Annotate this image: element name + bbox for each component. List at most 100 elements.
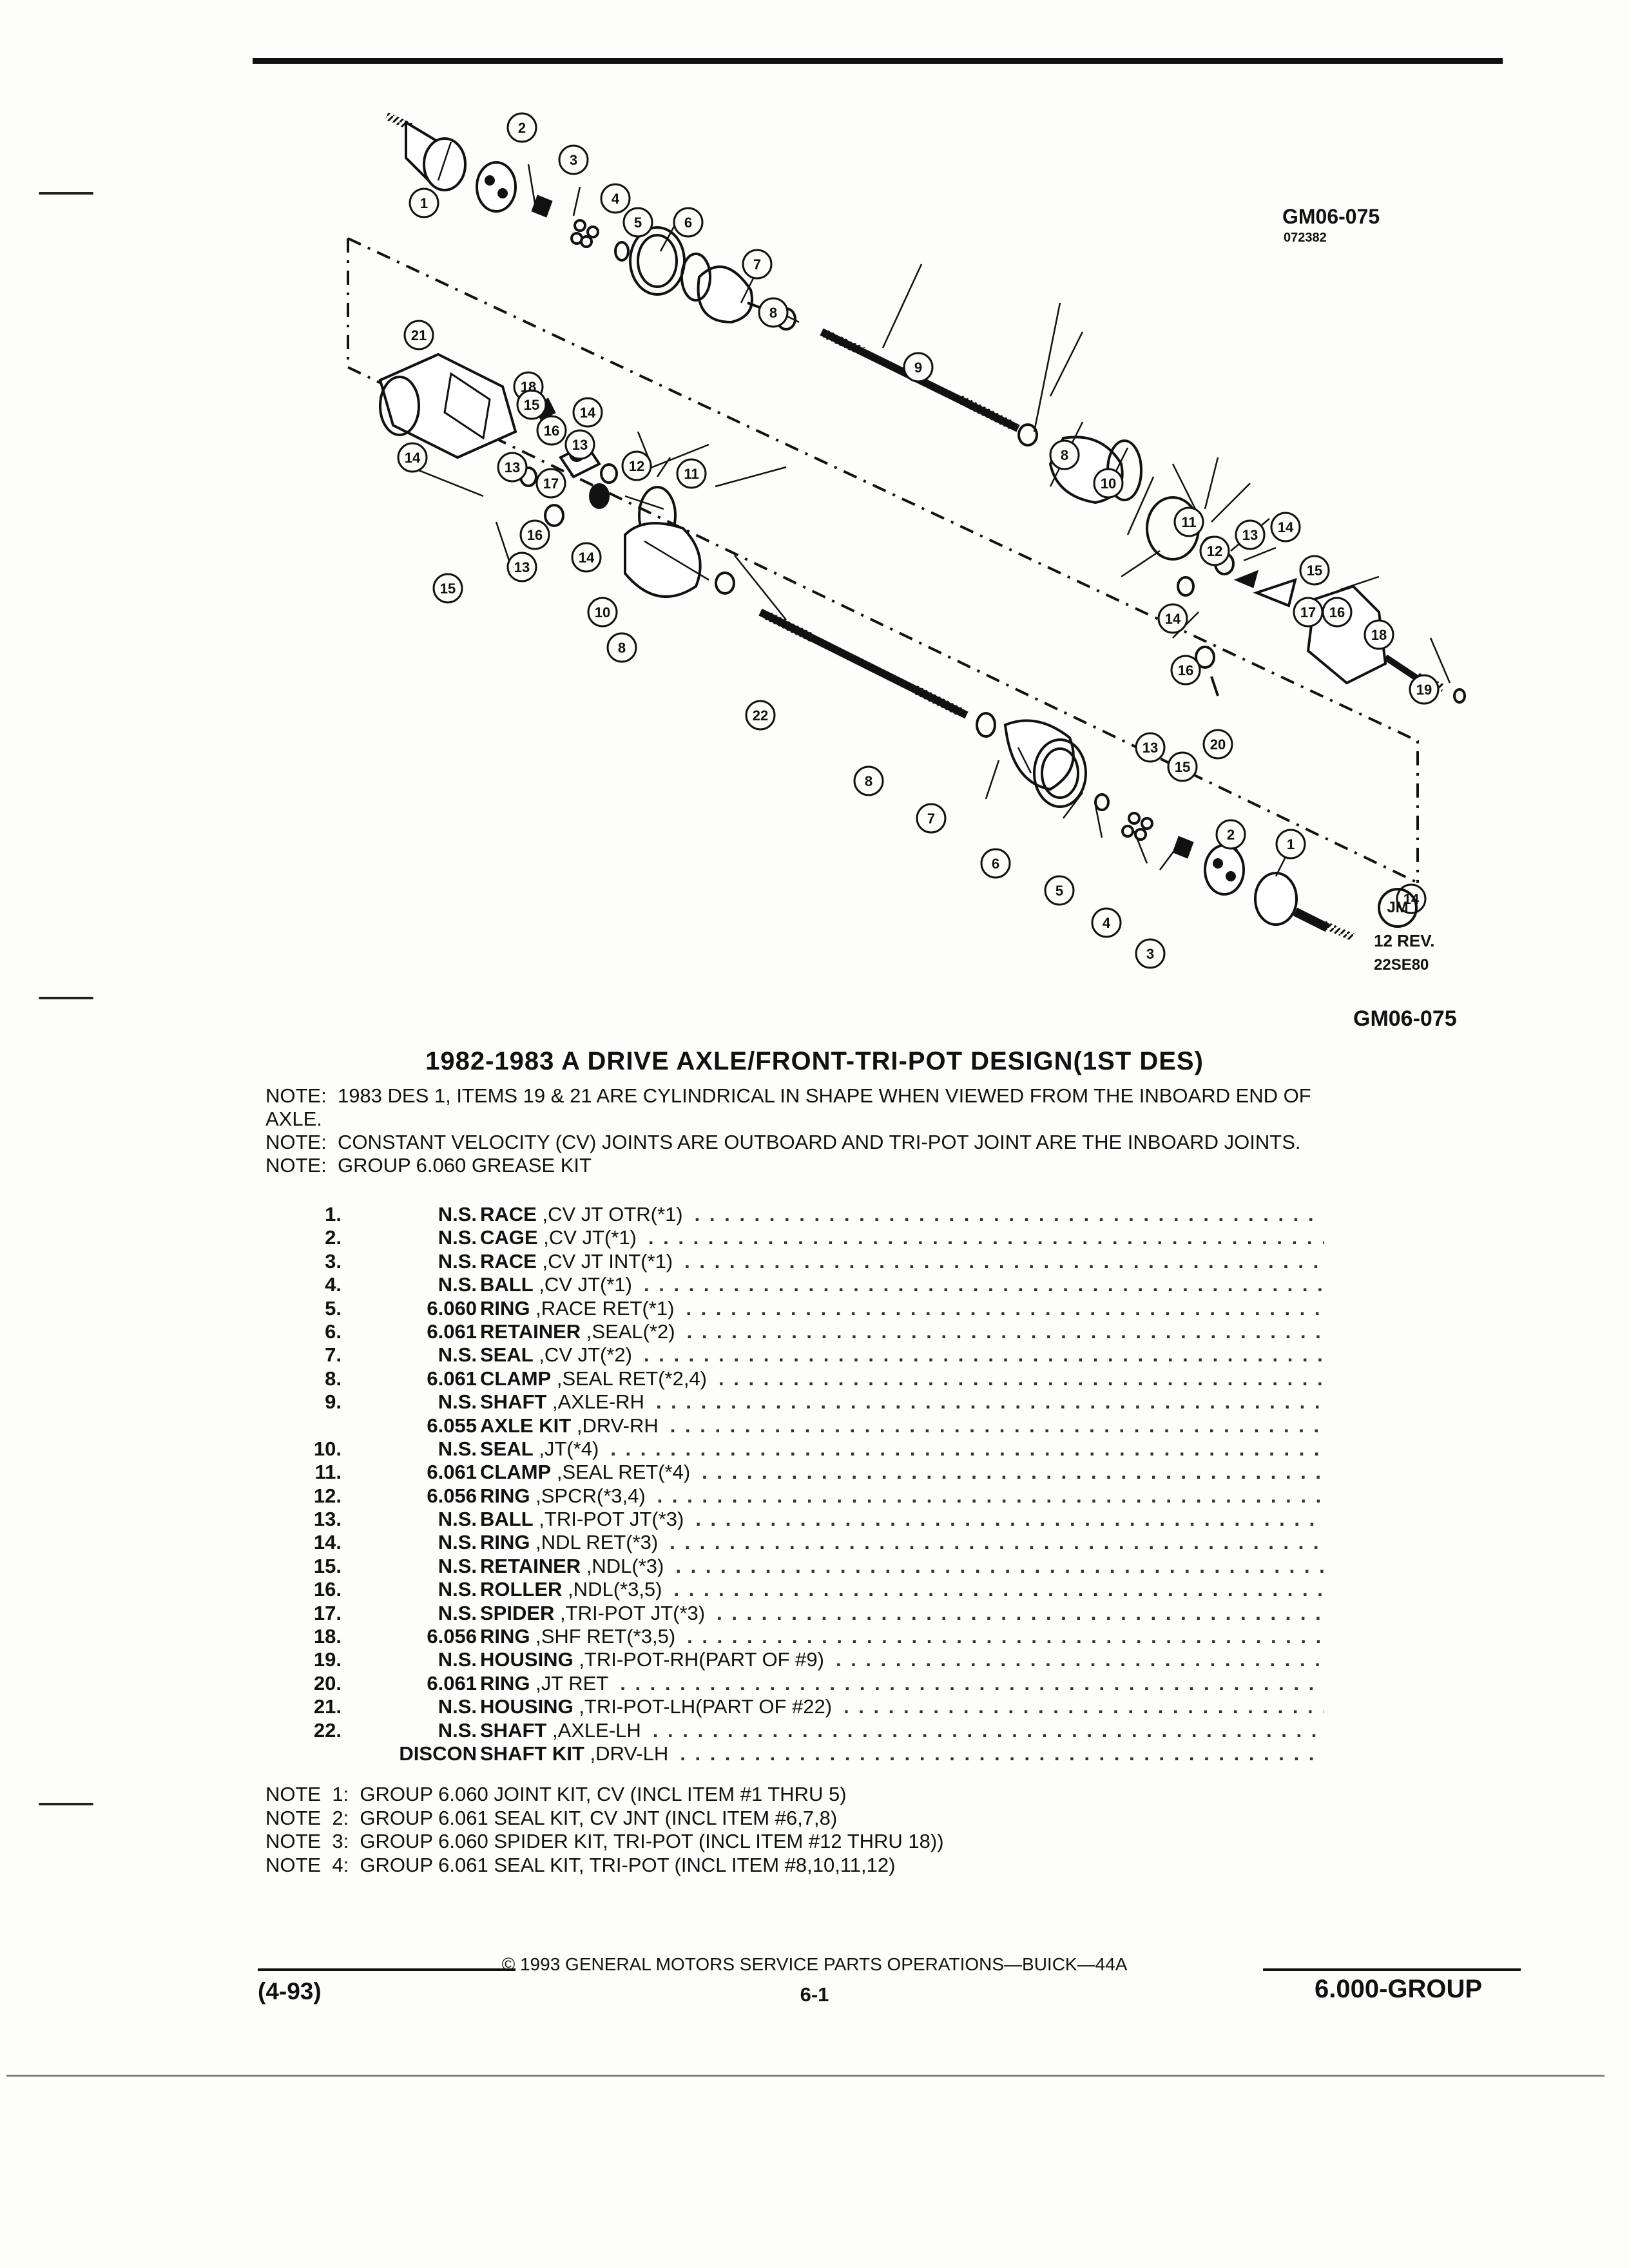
- group-number: N.S.: [438, 1695, 477, 1718]
- part-name-cell: RING ,RACE RET(*1) . . . . . . . . . . . …: [480, 1297, 1324, 1320]
- item-number: 10.: [313, 1437, 342, 1460]
- dot-leader: . . . . . . . . . . . . . . . . . . . . …: [648, 1226, 1324, 1249]
- part-name: RING: [480, 1531, 530, 1554]
- part-name-cell: SHAFT ,AXLE-LH. . . . . . . . . . . . . …: [480, 1719, 1324, 1742]
- parts-list: 1.N.S.RACE ,CV JT OTR(*1). . . . . . . .…: [284, 1203, 1379, 1765]
- item-number: 9.: [325, 1390, 342, 1414]
- svg-text:14: 14: [579, 550, 595, 566]
- part-name: CAGE: [480, 1226, 538, 1249]
- group-number: 6.056: [427, 1625, 477, 1648]
- dot-leader: . . . . . . . . . . . . . . . . . . . . …: [670, 1414, 1324, 1437]
- dot-leader: . . . . . . . . . . . . . . . . . . . . …: [643, 1273, 1324, 1296]
- part-name-cell: BALL ,CV JT(*1). . . . . . . . . . . . .…: [480, 1273, 1324, 1296]
- dot-leader: . . . . . . . . . . . . . . . . . . . . …: [620, 1671, 1324, 1695]
- dot-leader: . . . . . . . . . . . . . . . . . . . . …: [686, 1296, 1324, 1320]
- svg-text:17: 17: [543, 476, 559, 492]
- item-number: 1.: [325, 1203, 342, 1225]
- part-name-cell: CAGE ,CV JT(*1). . . . . . . . . . . . .…: [480, 1226, 1324, 1249]
- svg-text:12: 12: [1207, 543, 1222, 559]
- part-name: RETAINER: [480, 1320, 581, 1343]
- svg-text:16: 16: [1329, 604, 1345, 620]
- part-name: RETAINER: [480, 1554, 581, 1577]
- part-name: BALL: [480, 1508, 534, 1531]
- note-line: NOTE: CONSTANT VELOCITY (CV) JOINTS ARE …: [265, 1131, 1301, 1153]
- part-name: SEAL: [480, 1437, 534, 1460]
- svg-text:10: 10: [1101, 476, 1116, 492]
- dot-leader: . . . . . . . . . . . . . . . . . . . . …: [684, 1249, 1324, 1273]
- group-number: N.S.: [438, 1554, 477, 1577]
- group-number: 6.061: [427, 1367, 477, 1390]
- svg-text:14: 14: [1165, 611, 1181, 627]
- footnote-line: NOTE 1: GROUP 6.060 JOINT KIT, CV (INCL …: [265, 1783, 847, 1805]
- dot-leader: . . . . . . . . . . . . . . . . . . . . …: [652, 1718, 1324, 1742]
- part-name: HOUSING: [480, 1695, 574, 1718]
- svg-text:12: 12: [629, 458, 644, 474]
- group-number: N.S.: [438, 1437, 477, 1460]
- group-number: 6.061: [427, 1320, 477, 1343]
- part-name-cell: BALL ,TRI-POT JT(*3). . . . . . . . . . …: [480, 1508, 1324, 1531]
- part-name: HOUSING: [480, 1648, 574, 1671]
- part-name: SPIDER: [480, 1601, 555, 1624]
- footnote-line: NOTE 2: GROUP 6.061 SEAL KIT, CV JNT (IN…: [265, 1806, 838, 1829]
- part-name-cell: RACE ,CV JT INT(*1). . . . . . . . . . .…: [480, 1250, 1324, 1273]
- item-number: 15.: [313, 1554, 342, 1577]
- dot-leader: . . . . . . . . . . . . . . . . . . . . …: [610, 1437, 1324, 1460]
- svg-text:14: 14: [1278, 519, 1294, 535]
- item-number: 6.: [325, 1320, 342, 1343]
- item-number: 17.: [313, 1601, 342, 1624]
- page-number: 6-1: [800, 1983, 829, 2006]
- parts-row: 2.N.S.CAGE ,CV JT(*1). . . . . . . . . .…: [284, 1226, 1379, 1249]
- part-description: ,DRV-LH: [590, 1742, 669, 1765]
- dot-leader: . . . . . . . . . . . . . . . . . . . . …: [673, 1578, 1325, 1601]
- svg-text:18: 18: [1371, 627, 1387, 643]
- part-name: SHAFT: [480, 1390, 547, 1414]
- item-number: 22.: [313, 1718, 342, 1742]
- svg-text:6: 6: [992, 856, 999, 872]
- part-description: ,JT RET: [535, 1671, 609, 1695]
- svg-text:15: 15: [440, 581, 456, 597]
- page-title: 1982-1983 A DRIVE AXLE/FRONT-TRI-POT DES…: [425, 1047, 1204, 1075]
- group-number: N.S.: [438, 1578, 477, 1601]
- part-name: RACE: [480, 1203, 537, 1225]
- group-number: N.S.: [438, 1531, 477, 1554]
- part-name: RING: [480, 1296, 530, 1320]
- revision-date: 22SE80: [1374, 956, 1429, 974]
- svg-text:15: 15: [524, 397, 539, 413]
- part-name-cell: RING ,SPCR(*3,4). . . . . . . . . . . . …: [480, 1485, 1324, 1508]
- item-number: 16.: [313, 1578, 342, 1601]
- part-name-cell: AXLE KIT ,DRV-RH. . . . . . . . . . . . …: [480, 1414, 1324, 1437]
- part-description: ,SEAL RET(*4): [556, 1461, 691, 1484]
- copyright-text: © 1993 GENERAL MOTORS SERVICE PARTS OPER…: [501, 1954, 1128, 1974]
- svg-text:8: 8: [865, 773, 872, 789]
- dot-leader: . . . . . . . . . . . . . . . . . . . . …: [655, 1390, 1324, 1414]
- group-number: 6.056: [427, 1484, 477, 1507]
- group-code: 6.000-GROUP: [1315, 1975, 1483, 2003]
- part-name-cell: SEAL ,JT(*4). . . . . . . . . . . . . . …: [480, 1437, 1324, 1461]
- part-description: ,NDL(*3,5): [568, 1578, 662, 1601]
- svg-text:18: 18: [521, 379, 536, 395]
- dot-leader: . . . . . . . . . . . . . . . . . . . . …: [644, 1343, 1324, 1367]
- dot-leader: . . . . . . . . . . . . . . . . . . . . …: [686, 1320, 1324, 1343]
- part-name-cell: SHAFT KIT ,DRV-LH. . . . . . . . . . . .…: [480, 1742, 1324, 1765]
- parts-row: 16.N.S.ROLLER ,NDL(*3,5). . . . . . . . …: [284, 1578, 1379, 1601]
- group-number: 6.060: [427, 1296, 477, 1320]
- part-name: RING: [480, 1484, 530, 1507]
- svg-text:2: 2: [1227, 827, 1235, 843]
- part-description: ,CV JT OTR(*1): [542, 1203, 683, 1225]
- parts-row: 14.N.S.RING ,NDL RET(*3). . . . . . . . …: [284, 1531, 1379, 1554]
- group-number: N.S.: [438, 1508, 477, 1531]
- part-description: ,DRV-RH: [576, 1414, 659, 1437]
- svg-text:6: 6: [684, 215, 692, 231]
- revision-label: 12 REV.: [1374, 931, 1435, 950]
- svg-text:13: 13: [1142, 740, 1158, 756]
- part-description: ,RACE RET(*1): [535, 1296, 675, 1320]
- group-number: 6.061: [427, 1461, 477, 1484]
- note-line: NOTE: 1983 DES 1, ITEMS 19 & 21 ARE CYLI…: [265, 1084, 1311, 1107]
